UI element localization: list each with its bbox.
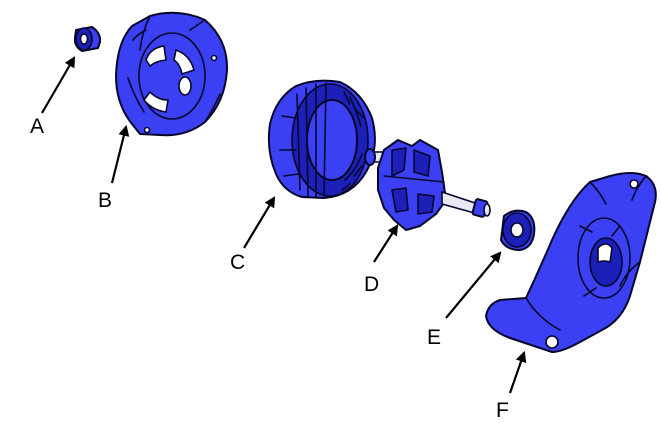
- label-d: D: [364, 273, 379, 296]
- arrow-e: [445, 251, 502, 319]
- arrow-c: [243, 196, 276, 249]
- part-e-bearing-ring-icon: [500, 209, 536, 251]
- label-b: B: [98, 189, 112, 212]
- part-c-stator-ring-icon: [267, 79, 376, 199]
- label-f: F: [496, 399, 509, 422]
- arrow-b: [110, 124, 130, 184]
- part-labels: A B C D E F: [30, 115, 509, 422]
- part-b-rear-housing-icon: [115, 11, 229, 137]
- leader-arrows: [41, 56, 527, 394]
- arrow-f: [508, 350, 527, 394]
- part-f-front-housing-icon: [485, 172, 657, 353]
- label-e: E: [427, 326, 441, 349]
- arrow-a: [41, 56, 76, 114]
- arrow-d: [373, 224, 399, 263]
- part-a-bearing-sleeve-icon: [73, 26, 102, 52]
- label-c: C: [230, 251, 245, 274]
- label-a: A: [30, 115, 44, 138]
- part-d-rotor-shaft-icon: [364, 139, 491, 231]
